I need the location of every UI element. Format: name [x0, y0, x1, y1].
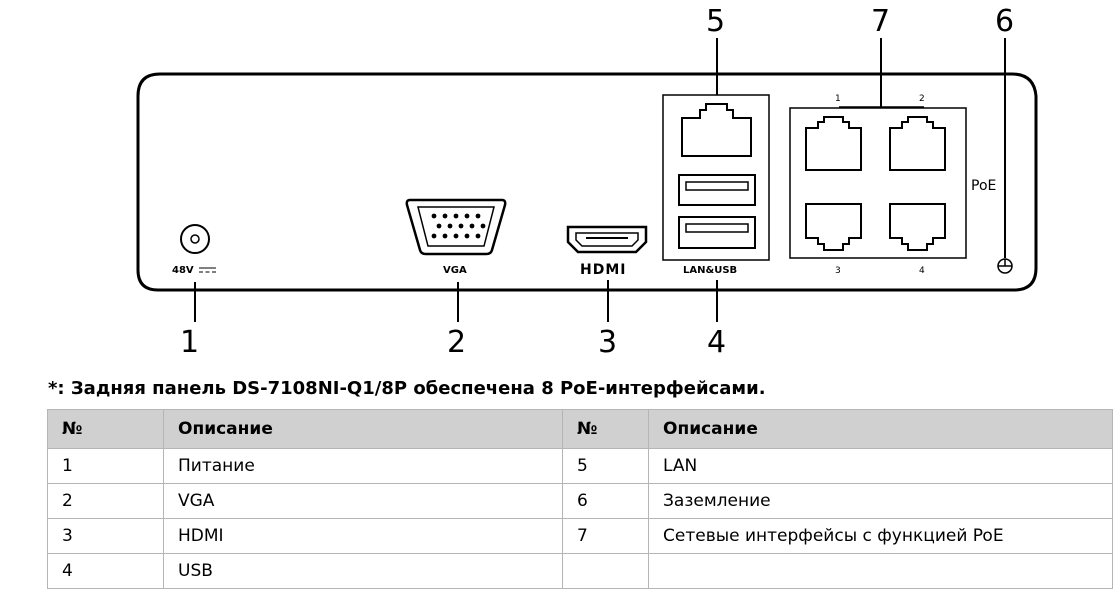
- table-cell: Питание: [163, 448, 563, 484]
- hdmi-label: HDMI: [580, 262, 626, 278]
- poe-port-number: 4: [919, 266, 925, 276]
- column-header: Описание: [163, 409, 563, 449]
- table-cell: 7: [562, 518, 649, 554]
- poe-port-number: 1: [835, 94, 841, 104]
- vga-connector-icon: [405, 198, 507, 256]
- poe-port-icon: [889, 203, 946, 251]
- callout-number: 3: [598, 325, 617, 360]
- table-cell: LAN: [648, 448, 1113, 484]
- power-connector-icon: [180, 224, 210, 254]
- callout-number: 5: [706, 4, 725, 39]
- poe-label: PoE: [971, 178, 996, 194]
- hdmi-connector-icon: [566, 225, 648, 254]
- leader-lines: [194, 38, 1006, 322]
- ground-icon: [997, 258, 1013, 274]
- callout-number: 2: [447, 325, 466, 360]
- table-header-row: № Описание № Описание: [47, 409, 1113, 449]
- callout-number: 4: [707, 325, 726, 360]
- lan-usb-label: LAN&USB: [683, 265, 737, 276]
- description-table: № Описание № Описание 1 Питание 5 LAN 2 …: [47, 409, 1113, 589]
- table-cell: 2: [47, 483, 164, 519]
- poe-port-number: 2: [919, 94, 925, 104]
- table-cell: HDMI: [163, 518, 563, 554]
- table-row: 3 HDMI 7 Сетевые интерфейсы с функцией P…: [47, 518, 1113, 554]
- table-cell: 6: [562, 483, 649, 519]
- table-row: 1 Питание 5 LAN: [47, 448, 1113, 484]
- callout-number: 6: [995, 4, 1014, 39]
- table-cell: [562, 553, 649, 589]
- poe-frame: [789, 107, 967, 259]
- lan-port-icon: [681, 103, 752, 157]
- poe-port-icon: [805, 116, 862, 171]
- dc-symbol-icon: [199, 267, 216, 273]
- table-row: 4 USB: [47, 553, 1113, 589]
- callout-number: 1: [180, 325, 199, 360]
- table-row: 2 VGA 6 Заземление: [47, 483, 1113, 519]
- table-cell: 3: [47, 518, 164, 554]
- usb-port-icon: [678, 174, 756, 206]
- rear-panel-diagram: 48V VGA HDMI LAN&USB 1 2 3: [136, 4, 1038, 360]
- column-header: Описание: [648, 409, 1113, 449]
- footnote: *: Задняя панель DS-7108NI-Q1/8P обеспеч…: [48, 378, 766, 399]
- poe-port-icon: [805, 203, 862, 251]
- poe-port-icon: [889, 116, 946, 171]
- table-cell: VGA: [163, 483, 563, 519]
- table-cell: Сетевые интерфейсы с функцией PoE: [648, 518, 1113, 554]
- table-cell: Заземление: [648, 483, 1113, 519]
- device-outline: [136, 72, 1038, 292]
- table-cell: USB: [163, 553, 563, 589]
- vga-label: VGA: [443, 265, 467, 276]
- poe-port-number: 3: [835, 266, 841, 276]
- column-header: №: [47, 409, 164, 449]
- table-cell: 5: [562, 448, 649, 484]
- power-label: 48V: [172, 265, 194, 276]
- column-header: №: [562, 409, 649, 449]
- table-cell: 4: [47, 553, 164, 589]
- callout-number: 7: [871, 4, 890, 39]
- table-cell: 1: [47, 448, 164, 484]
- table-cell: [648, 553, 1113, 589]
- usb-port-icon: [678, 216, 756, 249]
